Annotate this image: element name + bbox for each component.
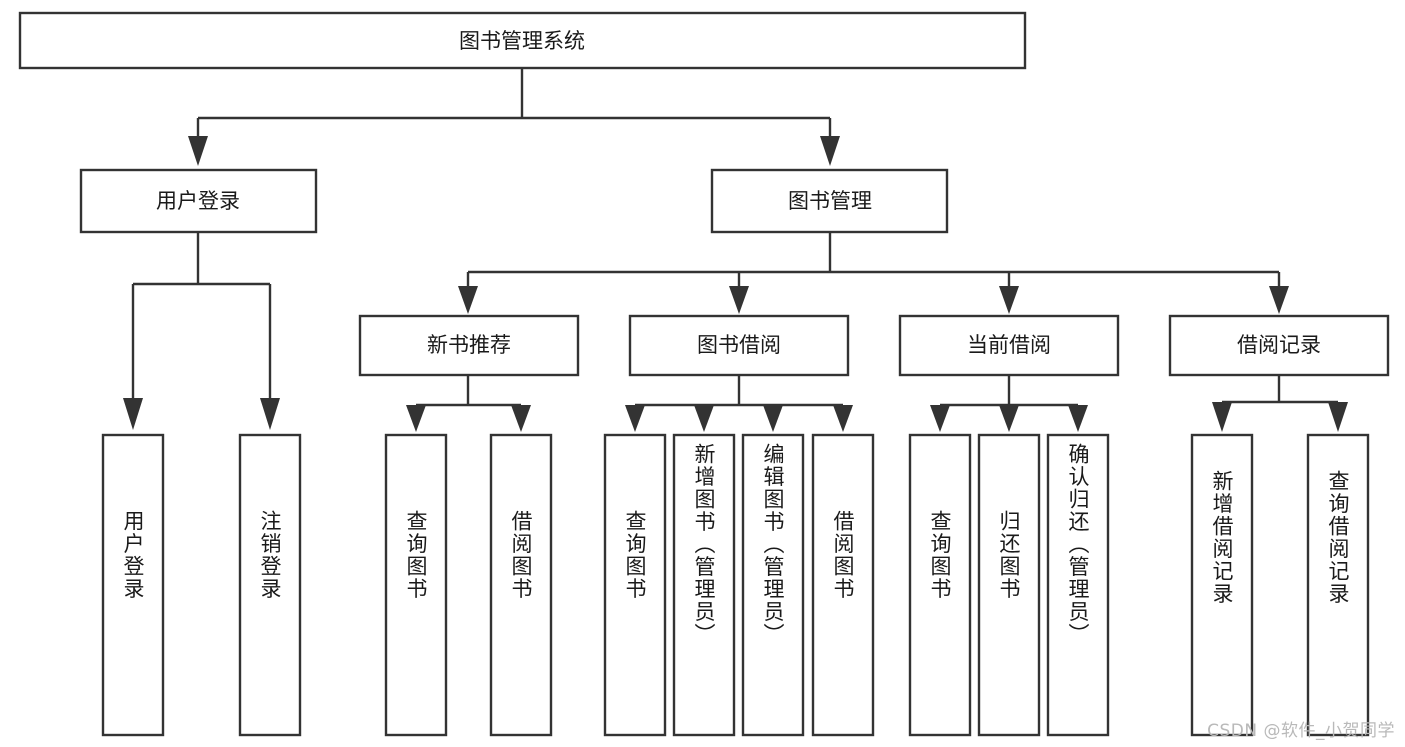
node-current-borrow[interactable]: 当前借阅 xyxy=(898,314,1120,377)
node-borrow-record-label: 借阅记录 xyxy=(1237,333,1321,357)
node-root-box[interactable] xyxy=(18,11,1027,70)
leaf-box-current-borrow-3[interactable] xyxy=(1046,433,1110,737)
arrow-to-book-borrow xyxy=(729,286,749,314)
node-borrow-record[interactable]: 借阅记录 xyxy=(1168,314,1390,377)
connectors-book-mgmt-children xyxy=(458,232,1289,314)
node-new-book-recommend-label: 新书推荐 xyxy=(427,333,511,357)
node-book-management-label: 图书管理 xyxy=(788,189,872,213)
arrow-leaf-current-borrow-1 xyxy=(930,405,950,432)
node-new-book-recommend-box[interactable] xyxy=(358,314,580,377)
leaf-box-user-login-1[interactable] xyxy=(101,433,165,737)
arrow-leaf-book-borrow-3 xyxy=(763,405,783,432)
node-book-management-box[interactable] xyxy=(710,168,949,234)
leaf-box-current-borrow-2[interactable] xyxy=(977,433,1041,737)
node-new-book-recommend[interactable]: 新书推荐 xyxy=(358,314,580,377)
node-user-login-box[interactable] xyxy=(79,168,318,234)
leaf-box-borrow-record-1[interactable] xyxy=(1190,433,1254,737)
arrow-leaf-user-login-1 xyxy=(123,398,143,430)
connectors-book-borrow-children xyxy=(625,375,853,432)
leaf-box-book-borrow-3[interactable] xyxy=(741,433,805,737)
node-user-login-label: 用户登录 xyxy=(156,189,240,213)
arrow-leaf-current-borrow-3 xyxy=(1068,405,1088,432)
watermark-text: CSDN @软件_小贺同学 xyxy=(1207,721,1395,741)
arrow-leaf-book-borrow-4 xyxy=(833,405,853,432)
leaf-box-book-borrow-2[interactable] xyxy=(672,433,736,737)
leaf-box-current-borrow-1[interactable] xyxy=(908,433,972,737)
arrow-leaf-borrow-record-1 xyxy=(1212,402,1232,432)
leaf-box-borrow-record-2[interactable] xyxy=(1306,433,1370,737)
arrow-leaf-borrow-record-2 xyxy=(1328,402,1348,432)
leaf-boxes xyxy=(101,433,1370,737)
connectors-borrow-record-children xyxy=(1212,375,1348,432)
connectors-level1 xyxy=(188,68,840,166)
arrow-leaf-new-book-1 xyxy=(406,405,426,432)
arrow-to-user-login xyxy=(188,136,208,166)
arrow-to-book-mgmt xyxy=(820,136,840,166)
node-user-login[interactable]: 用户登录 xyxy=(79,168,318,234)
node-book-management[interactable]: 图书管理 xyxy=(710,168,949,234)
node-book-borrow-box[interactable] xyxy=(628,314,850,377)
node-root-label: 图书管理系统 xyxy=(459,29,585,53)
arrow-to-current-borrow xyxy=(999,286,1019,314)
connectors-current-borrow-children xyxy=(930,375,1088,432)
arrow-leaf-book-borrow-2 xyxy=(694,405,714,432)
leaf-box-book-borrow-4[interactable] xyxy=(811,433,875,737)
connectors-user-login-children xyxy=(123,232,280,430)
connectors-new-book-children xyxy=(406,375,531,432)
node-book-borrow[interactable]: 图书借阅 xyxy=(628,314,850,377)
node-book-borrow-label: 图书借阅 xyxy=(697,333,781,357)
arrow-to-new-book xyxy=(458,286,478,314)
arrow-leaf-current-borrow-2 xyxy=(999,405,1019,432)
arrow-leaf-user-login-2 xyxy=(260,398,280,430)
node-current-borrow-label: 当前借阅 xyxy=(967,333,1051,357)
arrow-to-borrow-record xyxy=(1269,286,1289,314)
node-borrow-record-box[interactable] xyxy=(1168,314,1390,377)
arrow-leaf-new-book-2 xyxy=(511,405,531,432)
leaf-box-user-login-2[interactable] xyxy=(238,433,302,737)
leaf-box-new-book-2[interactable] xyxy=(489,433,553,737)
node-root[interactable]: 图书管理系统 xyxy=(18,11,1027,70)
node-current-borrow-box[interactable] xyxy=(898,314,1120,377)
leaf-box-new-book-1[interactable] xyxy=(384,433,448,737)
arrow-leaf-book-borrow-1 xyxy=(625,405,645,432)
leaf-box-book-borrow-1[interactable] xyxy=(603,433,667,737)
